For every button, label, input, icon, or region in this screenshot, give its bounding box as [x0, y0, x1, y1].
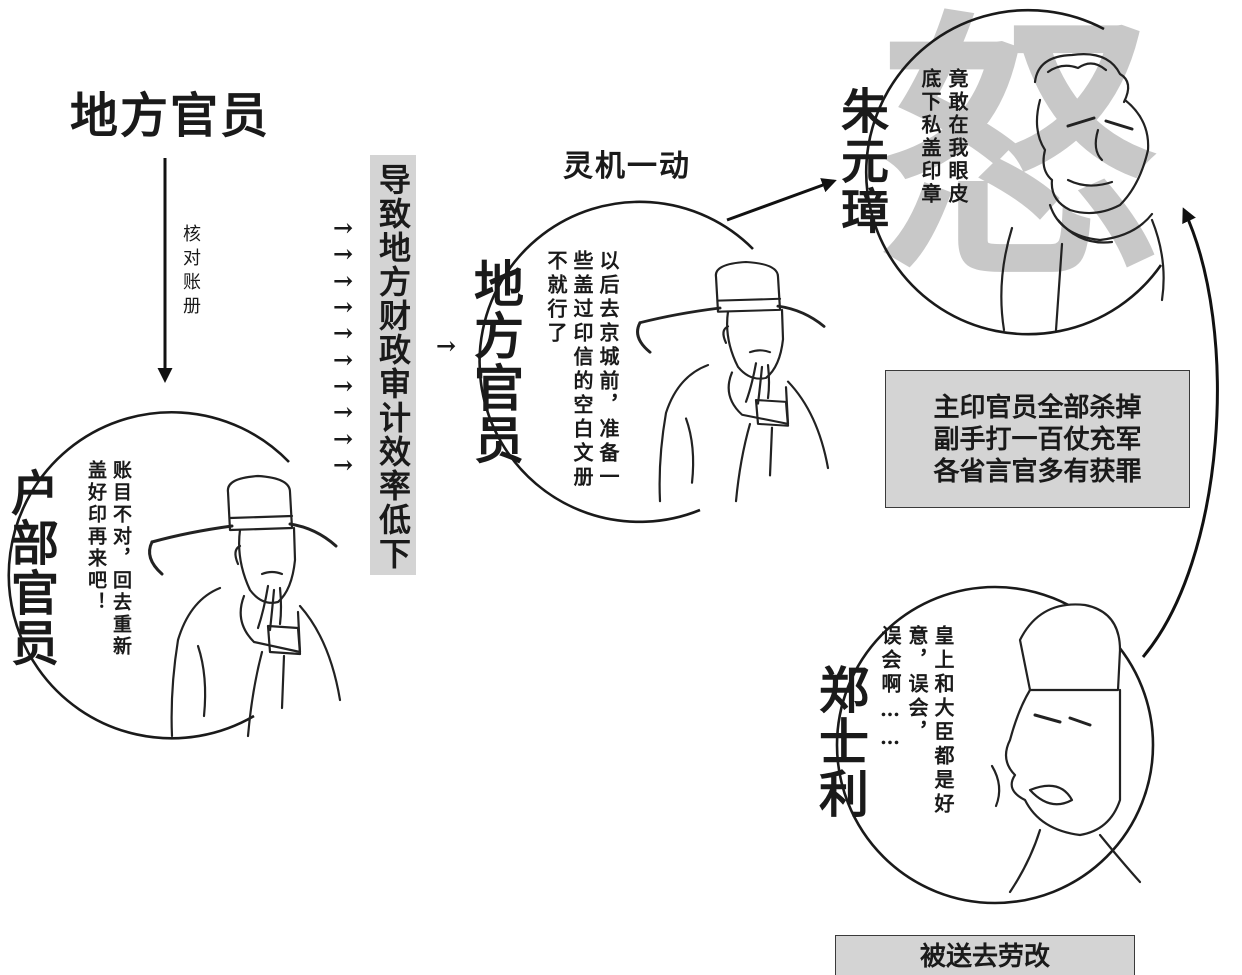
consequence-arrow: →: [333, 371, 354, 400]
audit-efficiency-box: 导致地方财政审计效率低下: [370, 155, 416, 575]
local-official-circle-outline: [478, 200, 754, 524]
punishment-line: 主印官员全部杀掉: [933, 393, 1142, 423]
hubu-official-illustration: [148, 474, 342, 738]
consequence-arrow: →: [333, 318, 354, 347]
local-official-speech-line: 不就行了: [544, 250, 568, 346]
hubu-speaker-label: 户部官员: [2, 468, 58, 668]
consequence-arrow: →: [333, 239, 354, 268]
zheng-speaker-label: 郑士利: [811, 664, 870, 820]
zheng-face: [1004, 688, 1122, 837]
zheng-ear-ribbon: [990, 764, 1001, 808]
local-official-speaker-label: 地方官员: [466, 258, 525, 466]
emperor-speaker-label: 朱元璋: [832, 86, 888, 236]
emperor-nose: [1094, 128, 1104, 162]
start-official-label: 地方官员: [70, 88, 271, 144]
emperor-collar-inner: [1056, 218, 1114, 244]
zheng-circle-outline: [835, 585, 1155, 905]
emperor-hair: [1033, 53, 1130, 104]
emperor-brow-left: [1066, 116, 1096, 128]
punishment-line: 各省言官多有获罪: [933, 457, 1142, 487]
emperor-robe-right: [1150, 218, 1165, 302]
zheng-speech-line: 误会啊……: [878, 625, 902, 753]
consequence-arrow: →: [333, 424, 354, 453]
emperor-speech-line: 底下私盖印章: [918, 68, 942, 206]
hubu-circle-outline: [7, 411, 290, 740]
consequence-arrow: →: [333, 450, 354, 479]
outcome-label: 被送去劳改: [919, 942, 1050, 972]
check-accounts-label: 核对账册: [180, 224, 201, 320]
local-official-illustration: [636, 260, 830, 503]
hubu-speech-line: 账目不对，回去重新: [110, 460, 132, 658]
flow-arrow-to-emperor: [726, 178, 837, 222]
consequence-arrow: →: [333, 292, 354, 321]
emperor-speech-line: 竟敢在我眼皮: [945, 68, 969, 206]
emperor-circle-outline: [864, 8, 1163, 336]
consequence-arrow: →: [333, 266, 354, 295]
anger-character: 怒: [878, 0, 1158, 316]
hubu-speech-line: 盖好印再来吧！: [85, 460, 107, 614]
zheng-robe-left: [1008, 828, 1042, 894]
emperor-robe-left: [1000, 226, 1014, 332]
audit-efficiency-label: 导致地方财政审计效率低下: [374, 163, 412, 571]
emperor-robe-fold: [1054, 242, 1064, 332]
zheng-eye-right: [1068, 716, 1092, 727]
zheng-hat: [1018, 603, 1122, 692]
zheng-speech-line: 皇上和大臣都是好: [931, 625, 955, 817]
flow-arrow-curved-up: [1141, 207, 1219, 658]
punishment-line: 副手打一百仗充军: [933, 425, 1142, 455]
emperor-collar: [1048, 203, 1154, 242]
consequence-arrow: →: [333, 345, 354, 374]
local-official-speech-line: 些盖过印信的空白文册: [570, 250, 594, 490]
consequence-arrow: →: [333, 397, 354, 426]
outcome-box: 被送去劳改: [835, 935, 1135, 975]
small-flow-arrow: →: [436, 331, 457, 360]
emperor-face: [1035, 98, 1150, 215]
emperor-illustration: [1000, 53, 1165, 332]
inspiration-label: 灵机一动: [563, 149, 691, 184]
emperor-hair-curl: [1046, 62, 1108, 74]
punishment-box: 主印官员全部杀掉 副手打一百仗充军 各省言官多有获罪: [885, 370, 1190, 508]
zheng-eye-left: [1033, 713, 1062, 724]
zheng-illustration: [990, 603, 1142, 894]
emperor-brow-right: [1104, 119, 1134, 131]
local-official-speech-line: 以后去京城前，准备一: [596, 250, 620, 490]
emperor-mouth: [1066, 178, 1114, 187]
zheng-robe-right: [1098, 833, 1142, 884]
consequence-arrow: →: [333, 213, 354, 242]
zheng-mouth: [1028, 784, 1074, 806]
zheng-speech-line: 意，误会，: [905, 625, 929, 745]
